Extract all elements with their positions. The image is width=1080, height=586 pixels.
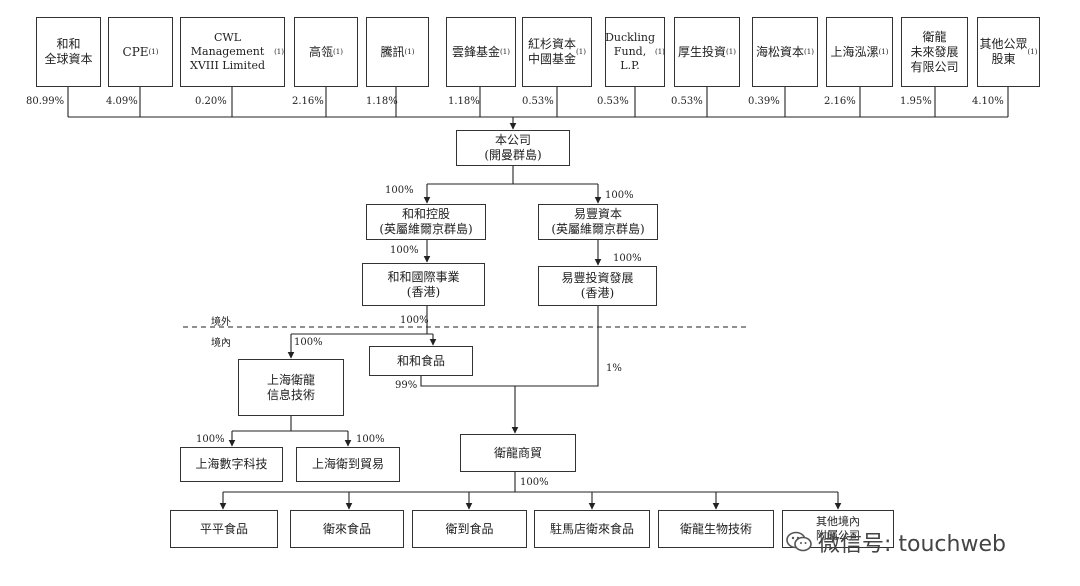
shareholding-pct: 0.53%: [522, 96, 554, 107]
footnote-mark: (1): [500, 47, 510, 56]
pct-label: 100%: [196, 434, 225, 445]
shareholder-box: Duckling Fund, L.P.(1): [605, 17, 665, 87]
shanghai-digital-box: 上海數字科技: [180, 447, 283, 482]
pct-label: 100%: [613, 253, 642, 264]
footnote-mark: (1): [333, 47, 343, 56]
shanghai-trade-box: 上海衛到貿易: [296, 447, 400, 482]
pct-label: 100%: [294, 337, 323, 348]
shareholding-pct: 2.16%: [824, 96, 856, 107]
watermark-text: 微信号: touchweb: [818, 532, 1006, 557]
yifeng-invest-box: 易豐投資發展 (香港): [538, 266, 657, 306]
shareholder-name: 高瓴: [309, 44, 334, 59]
pct-label: 1%: [606, 363, 622, 374]
shareholder-box: 上海泓漯(1): [826, 17, 893, 87]
shareholder-name: Duckling Fund, L.P.: [605, 31, 655, 72]
footnote-mark: (1): [726, 47, 736, 56]
shareholder-name: 紅杉資本 中國基金: [528, 37, 577, 66]
shareholding-pct: 0.53%: [597, 96, 629, 107]
footnote-mark: (1): [804, 47, 814, 56]
shareholder-name: CPE: [122, 44, 149, 59]
subsidiary-box: 衛來食品: [290, 510, 404, 548]
subsidiary-box: 平平食品: [170, 510, 278, 548]
shareholder-box: 紅杉資本 中國基金(1): [522, 17, 592, 87]
shareholder-box: 衛龍 未來發展 有限公司: [901, 17, 968, 87]
shanghai-weilong-box: 上海衛龍 信息技術: [238, 359, 344, 416]
shareholder-name: 其他公眾 股東: [979, 37, 1028, 66]
shareholding-pct: 0.39%: [748, 96, 780, 107]
shareholding-pct: 80.99%: [26, 96, 65, 107]
shareholder-name: CWL Management XVIII Limited: [190, 31, 266, 72]
shareholder-name: 雲鋒基金: [452, 44, 501, 59]
subsidiary-box: 其他境內 附屬公司: [782, 510, 894, 548]
shareholder-box: 雲鋒基金(1): [446, 17, 516, 87]
pct-label: 100%: [390, 245, 419, 256]
shareholder-box: 和和 全球資本: [36, 17, 101, 87]
shareholding-pct: 1.18%: [366, 96, 398, 107]
subsidiary-box: 駐馬店衛來食品: [534, 510, 650, 548]
subsidiary-box: 衛龍生物技術: [658, 510, 774, 548]
hehe-intl-box: 和和國際事業 (香港): [362, 263, 485, 306]
hehe-holding-box: 和和控股 (英屬維爾京群島): [366, 204, 486, 240]
shareholding-pct: 0.53%: [671, 96, 703, 107]
pct-label: 100%: [356, 434, 385, 445]
shareholder-box: 騰訊(1): [366, 17, 429, 87]
yifeng-capital-box: 易豐資本 (英屬維爾京群島): [538, 204, 658, 240]
footnote-mark: (1): [274, 47, 284, 56]
shareholder-name: 和和 全球資本: [44, 37, 93, 66]
shareholder-name: 衛龍 未來發展 有限公司: [910, 29, 959, 74]
onshore-label: 境內: [211, 338, 231, 349]
pct-label: 100%: [520, 477, 549, 488]
footnote-mark: (1): [576, 47, 586, 56]
subsidiary-box: 衛到食品: [412, 510, 527, 548]
shareholder-box: CWL Management XVIII Limited (1): [180, 17, 285, 87]
pct-label: 100%: [605, 190, 634, 201]
footnote-mark: (1): [148, 47, 159, 56]
shareholding-pct: 4.09%: [106, 96, 138, 107]
offshore-label: 境外: [211, 317, 231, 328]
shareholder-name: 騰訊: [380, 44, 405, 59]
shareholding-pct: 4.10%: [972, 96, 1004, 107]
footnote-mark: (1): [655, 47, 665, 56]
pct-label: 100%: [400, 315, 429, 326]
footnote-mark: (1): [878, 47, 889, 56]
company-box: 本公司 (開曼群島): [456, 130, 570, 166]
shareholding-pct: 2.16%: [292, 96, 324, 107]
shareholder-name: 海松資本: [756, 44, 805, 59]
pct-label: 99%: [395, 380, 418, 391]
shareholder-box: CPE(1): [108, 17, 173, 87]
wechat-icon: [786, 531, 812, 553]
shareholder-box: 高瓴(1): [294, 17, 358, 87]
footnote-mark: (1): [404, 47, 415, 56]
shareholding-pct: 1.95%: [900, 96, 932, 107]
watermark: 微信号: touchweb: [786, 526, 1006, 558]
shareholder-box: 海松資本(1): [752, 17, 818, 87]
shareholder-box: 厚生投資(1): [674, 17, 740, 87]
shareholder-name: 厚生投資: [678, 44, 727, 59]
shareholding-pct: 0.20%: [195, 96, 227, 107]
footnote-mark: (1): [1027, 47, 1038, 56]
shareholder-box: 其他公眾 股東(1): [977, 17, 1040, 87]
hehe-food-box: 和和食品: [369, 346, 473, 376]
weilong-trade-box: 衛龍商貿: [460, 434, 576, 472]
shareholder-name: 上海泓漯: [830, 44, 879, 59]
shareholding-pct: 1.18%: [448, 96, 480, 107]
pct-label: 100%: [385, 185, 414, 196]
